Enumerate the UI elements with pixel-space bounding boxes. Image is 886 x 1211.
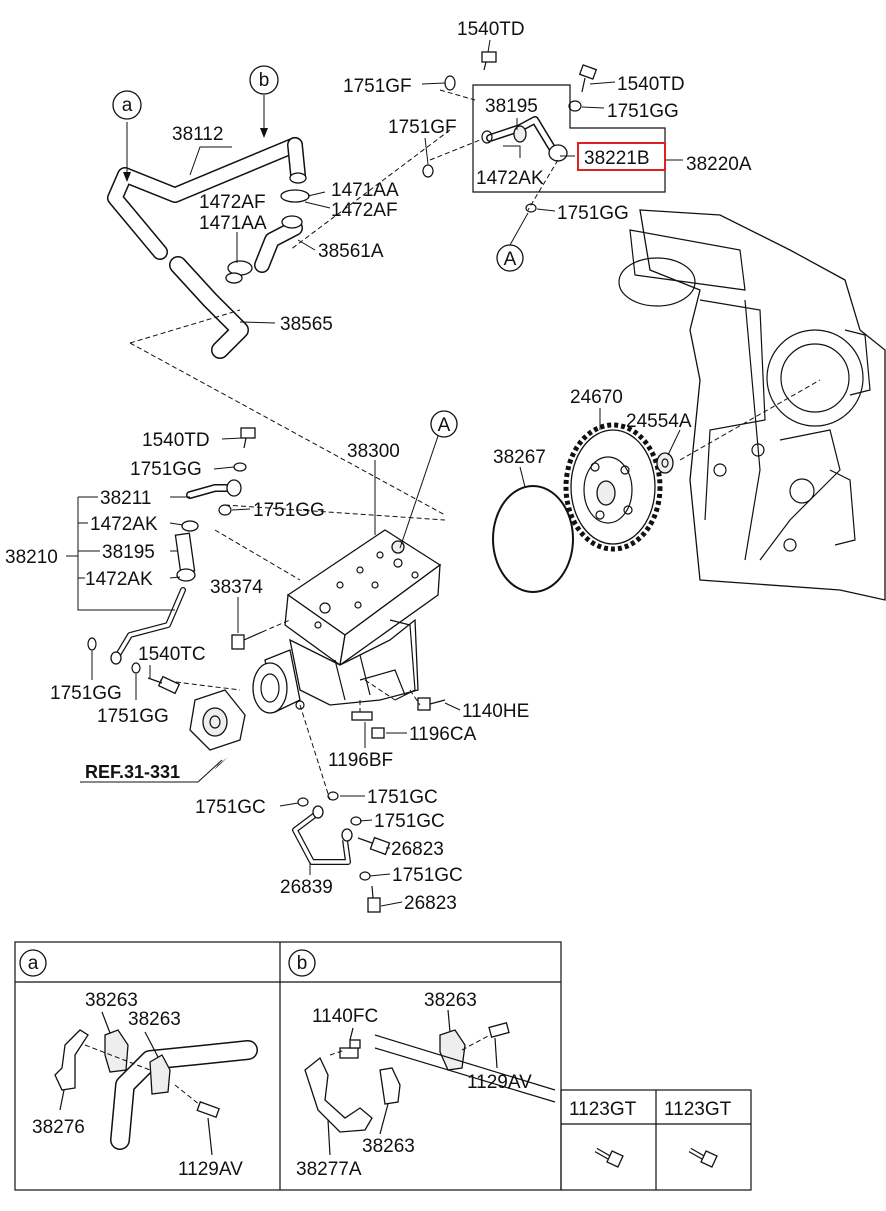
panel-b-label-38277a: 38277A: [296, 1159, 362, 1180]
label-38112: 38112: [172, 124, 223, 145]
leader-lines: [66, 39, 683, 907]
panel-a-title: a: [28, 953, 39, 974]
label-38211: 38211: [100, 488, 151, 509]
callout-circle-A-top: A: [496, 244, 524, 272]
label-1540td-c: 1540TD: [142, 430, 210, 451]
label-1471aa-b: 1471AA: [199, 213, 267, 234]
label-1751gc-a: 1751GC: [195, 797, 266, 818]
label-1123gt-b: 1123GT: [664, 1099, 732, 1120]
label-38267: 38267: [493, 447, 546, 468]
gear-24670-drawing: [563, 422, 663, 552]
detail-panels: a 38263 38263 38276 1129AV b: [14, 941, 752, 1191]
label-38195-a: 38195: [485, 96, 538, 117]
label-1196bf: 1196BF: [328, 750, 393, 771]
label-24554a: 24554A: [626, 411, 692, 432]
label-38195-b: 38195: [102, 542, 155, 563]
callout-a-label: a: [122, 95, 133, 116]
highlight-box-38221b: [577, 142, 666, 171]
panel-b-label-1140fc: 1140FC: [312, 1006, 378, 1027]
label-26823-a: 26823: [391, 839, 444, 860]
label-26823-b: 26823: [404, 893, 457, 914]
label-1196ca: 1196CA: [409, 724, 477, 745]
label-38565: 38565: [280, 314, 333, 335]
callout-arrows: [123, 128, 268, 770]
panel-b-label-38263-a: 38263: [424, 990, 477, 1011]
detail-panel-a: a 38263 38263 38276 1129AV: [19, 949, 258, 1180]
label-1751gg-b: 1751GG: [557, 203, 629, 224]
label-38220a: 38220A: [686, 154, 752, 175]
label-1751gc-b: 1751GC: [367, 787, 438, 808]
label-1540td-b: 1540TD: [617, 74, 685, 95]
label-38210: 38210: [5, 547, 58, 568]
label-1751gf-a: 1751GF: [343, 76, 412, 97]
panel-a-label-38276: 38276: [32, 1117, 85, 1138]
label-1472ak-b: 1472AK: [90, 514, 158, 535]
callout-b-label: b: [259, 70, 270, 91]
label-1540tc: 1540TC: [138, 644, 206, 665]
label-1472ak-a: 1472AK: [476, 168, 544, 189]
label-1472af-b: 1472AF: [331, 200, 398, 221]
oil-pipe-38210-drawing: [87, 427, 446, 691]
label-26839: 26839: [280, 877, 333, 898]
label-1751gg-f: 1751GG: [97, 706, 169, 727]
callout-A-mid-label: A: [438, 415, 451, 436]
label-ref-31-331: REF.31-331: [85, 762, 180, 782]
engine-block-drawing: [618, 209, 886, 601]
label-24670: 24670: [570, 387, 623, 408]
detail-panel-1123gt: 1123GT 1123GT: [560, 1089, 752, 1191]
label-1751gg-e: 1751GG: [50, 683, 122, 704]
panel-a-label-38263-a: 38263: [85, 990, 138, 1011]
o-ring-38267-drawing: [492, 485, 574, 593]
callout-A-top-label: A: [504, 249, 517, 270]
panel-b-label-1129av: 1129AV: [467, 1072, 532, 1093]
panel-b-title: b: [297, 953, 308, 974]
air-compressor-38300-drawing: [252, 529, 442, 714]
label-1751gg-c: 1751GG: [130, 459, 202, 480]
label-1751gg-a: 1751GG: [607, 101, 679, 122]
label-1751gf-b: 1751GF: [388, 117, 457, 138]
label-1751gc-d: 1751GC: [392, 865, 463, 886]
label-38221b: 38221B: [584, 148, 650, 169]
nut-24554a-drawing: [656, 452, 674, 474]
bolt-1123gt-b-drawing: [688, 1147, 718, 1168]
label-1472ak-c: 1472AK: [85, 569, 153, 590]
callout-circle-b: b: [249, 65, 279, 95]
detail-panel-b: b 1140FC 38263 1129AV 38263 38277A: [288, 949, 556, 1180]
label-1751gg-d: 1751GG: [253, 500, 325, 521]
callout-circle-a: a: [112, 90, 142, 120]
label-1140he: 1140HE: [462, 701, 529, 722]
part-labels: 1540TD 1751GF 1540TD 38195 1751GG 1751GF…: [5, 19, 752, 914]
panel-a-label-38263-b: 38263: [128, 1009, 181, 1030]
label-1751gc-c: 1751GC: [374, 811, 445, 832]
panel-a-label-1129av: 1129AV: [178, 1159, 243, 1180]
panel-b-label-38263-b: 38263: [362, 1136, 415, 1157]
label-1472af-a: 1472AF: [199, 192, 266, 213]
bolt-1123gt-a-drawing: [594, 1147, 624, 1168]
label-38300: 38300: [347, 441, 400, 462]
small-parts-drawing: [131, 619, 446, 913]
label-1540td-a: 1540TD: [457, 19, 525, 40]
label-38374: 38374: [210, 577, 263, 598]
label-1471aa-a: 1471AA: [331, 180, 399, 201]
callout-circle-A-mid: A: [430, 410, 458, 438]
label-38561a: 38561A: [318, 241, 384, 262]
label-1123gt-a: 1123GT: [569, 1099, 637, 1120]
